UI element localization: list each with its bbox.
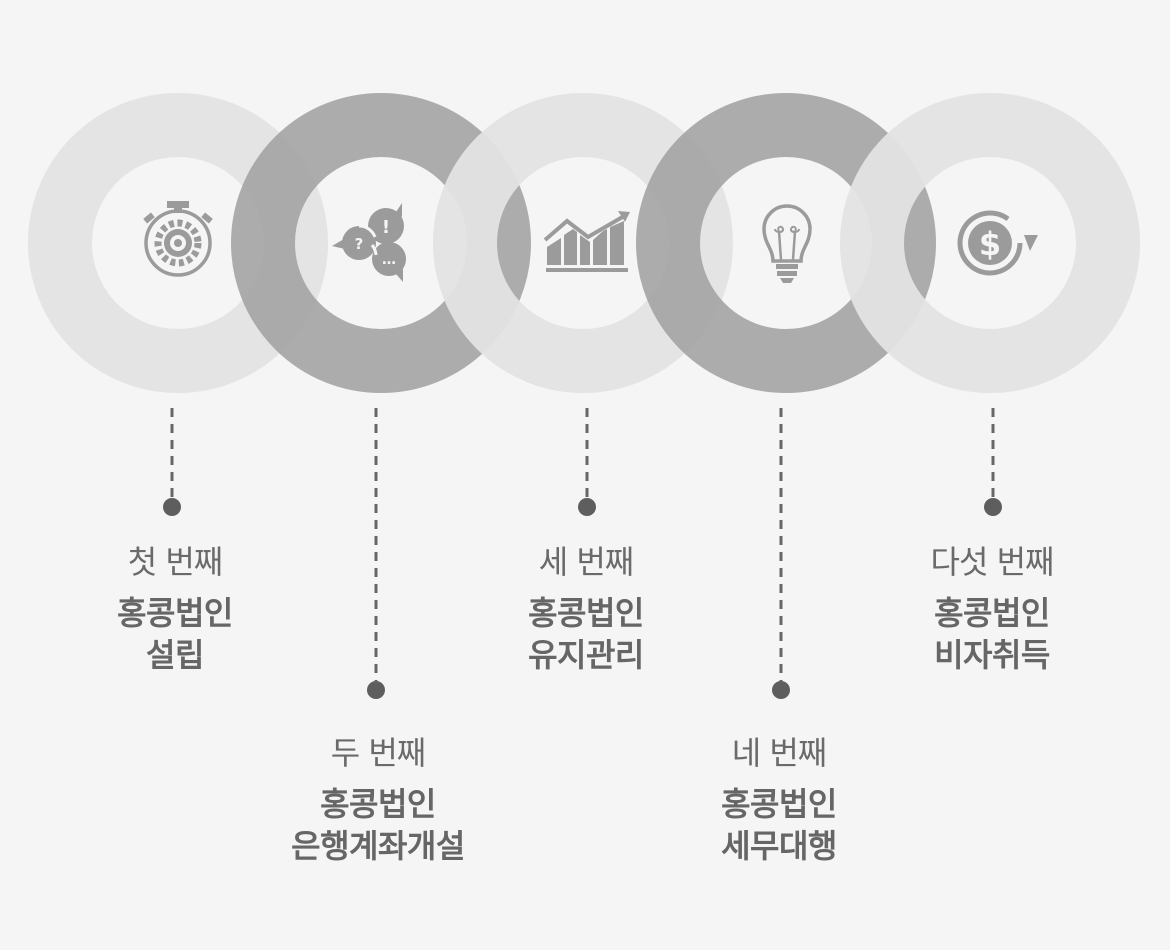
connector-dot-1 (163, 498, 181, 516)
ring-3 (433, 93, 733, 393)
connector-dot-4 (772, 681, 790, 699)
ring-1 (28, 93, 328, 393)
step-ordinal: 두 번째 (330, 734, 427, 772)
connector-dot-5 (984, 498, 1002, 516)
step-title-line: 홍콩법인 (320, 785, 436, 823)
step-ordinal: 세 번째 (538, 543, 635, 581)
svg-text:!: ! (382, 217, 390, 238)
step-ordinal: 첫 번째 (127, 543, 224, 581)
speech-bubbles-icon: ? ! … (332, 203, 406, 282)
ring-chain (28, 93, 1140, 393)
step-ordinal: 네 번째 (731, 734, 828, 772)
svg-text:?: ? (355, 235, 364, 253)
step-1-label: 첫 번째 홍콩법인 설립 (25, 542, 325, 676)
step-title-line: 유지관리 (528, 636, 644, 674)
step-title-line: 은행계좌개설 (291, 827, 465, 865)
dollar-refresh-icon: $ (957, 210, 1038, 276)
step-4-label: 네 번째 홍콩법인 세무대행 (629, 733, 929, 867)
connectors (163, 408, 1002, 699)
step-title-line: 비자취득 (934, 636, 1050, 674)
step-title: 홍콩법인 비자취득 (842, 592, 1142, 676)
step-ordinal: 다섯 번째 (930, 543, 1055, 581)
connector-dot-2 (367, 681, 385, 699)
step-2-label: 두 번째 홍콩법인 은행계좌개설 (228, 733, 528, 867)
step-title-line: 홍콩법인 (721, 785, 837, 823)
step-title: 홍콩법인 세무대행 (629, 783, 929, 867)
ring-5 (840, 93, 1140, 393)
step-title: 홍콩법인 은행계좌개설 (228, 783, 528, 867)
step-title-line: 설립 (146, 636, 204, 674)
connector-dot-3 (578, 498, 596, 516)
step-title-line: 홍콩법인 (117, 594, 233, 632)
step-5-label: 다섯 번째 홍콩법인 비자취득 (842, 542, 1142, 676)
step-3-label: 세 번째 홍콩법인 유지관리 (436, 542, 736, 676)
step-title: 홍콩법인 설립 (25, 592, 325, 676)
lightbulb-icon (762, 204, 812, 283)
svg-text:$: $ (979, 225, 1001, 263)
svg-text:…: … (382, 252, 396, 268)
step-title-line: 홍콩법인 (934, 594, 1050, 632)
stopwatch-gear-icon (143, 201, 213, 277)
step-title-line: 세무대행 (721, 827, 837, 865)
bar-chart-trend-icon (543, 211, 630, 272)
ring-2 (231, 93, 531, 393)
step-title-line: 홍콩법인 (528, 594, 644, 632)
step-title: 홍콩법인 유지관리 (436, 592, 736, 676)
